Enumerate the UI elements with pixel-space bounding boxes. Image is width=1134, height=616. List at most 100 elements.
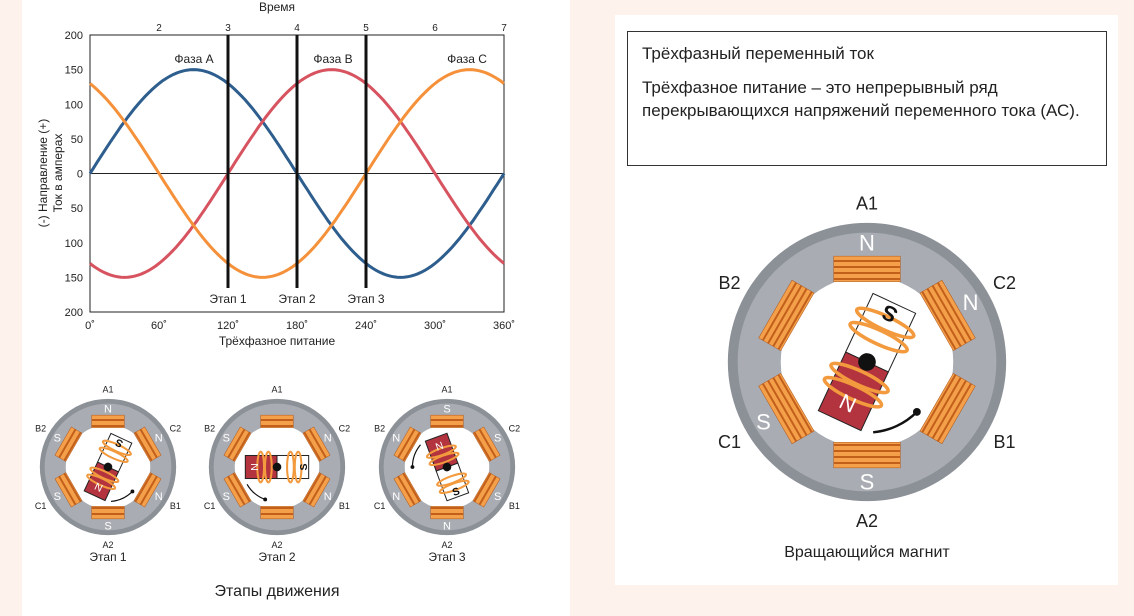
pole-label-c1: C1	[204, 501, 216, 511]
pole-letter: S	[104, 521, 111, 533]
rotor-winding	[425, 444, 457, 459]
pole-coil	[260, 506, 294, 520]
pole-label-c2: C2	[339, 423, 351, 433]
pole-letter: S	[223, 491, 230, 503]
pole-coil	[430, 506, 464, 520]
pole-b1	[471, 470, 506, 512]
rotor-winding	[436, 472, 468, 487]
pole-coil	[393, 426, 422, 462]
rotation-arrow	[873, 411, 918, 434]
top-tick-label: 4	[294, 23, 300, 34]
pole-label-b2: B2	[718, 273, 740, 293]
pole-label-b2: B2	[204, 423, 215, 433]
top-tick-label: 2	[156, 23, 162, 34]
info-title: Трёхфазный переменный ток	[642, 44, 874, 63]
rotor-winding	[286, 450, 295, 484]
pole-coil	[91, 414, 125, 428]
top-tick-label: 5	[363, 23, 369, 34]
rotation-arrow-head	[130, 489, 135, 494]
pole-letter: N	[324, 491, 332, 503]
rotor-s-letter: S	[114, 436, 125, 450]
pole-label-b2: B2	[374, 423, 385, 433]
pole-label-a1: A1	[102, 384, 113, 394]
pole-c2	[917, 271, 986, 355]
pole-coil	[919, 279, 976, 352]
info-body: Трёхфазное питание – это непрерывный ряд…	[642, 78, 1080, 120]
pole-label-a2: A2	[441, 540, 452, 550]
pole-coil	[833, 255, 901, 282]
pole-letter: N	[859, 230, 875, 255]
stages-title: Этапы движения	[215, 583, 340, 600]
x-tick-label: 0˚	[85, 320, 95, 332]
pole-coil	[472, 472, 501, 508]
rotation-arrow-head	[263, 497, 268, 502]
rotor-s-letter: S	[451, 485, 462, 499]
pole-letter: S	[494, 433, 501, 445]
stage-line-label-1: Этап 1	[209, 292, 246, 306]
rotor: SN	[817, 292, 917, 432]
rotor-axle	[858, 353, 876, 371]
pole-c2	[132, 422, 167, 464]
rotor-axle	[103, 462, 113, 472]
pole-label-b1: B1	[170, 501, 181, 511]
pole-letter: S	[443, 403, 450, 415]
pole-letter: S	[223, 433, 230, 445]
pole-label-a2: A2	[856, 511, 878, 531]
pole-letter: N	[324, 433, 332, 445]
pole-label-c2: C2	[993, 273, 1016, 293]
info-box: Трёхфазный переменный ток Трёхфазное пит…	[627, 31, 1107, 166]
pole-label-c2: C2	[509, 423, 521, 433]
rotor-s-letter: S	[298, 463, 310, 470]
y-tick-label: 150	[65, 272, 83, 284]
rotor-winding	[854, 306, 916, 340]
chart-top-axis-label: Время	[259, 0, 295, 14]
rotor-n-letter: N	[434, 439, 445, 453]
rotor: SN	[244, 450, 310, 484]
pole-label-b2: B2	[35, 423, 46, 433]
pole-a1	[829, 246, 905, 282]
x-tick-label: 120˚	[217, 320, 239, 332]
pole-letter: N	[155, 433, 163, 445]
rotor-winding	[98, 446, 129, 464]
y-tick-label: 100	[65, 238, 83, 250]
stage-line-label-3: Этап 3	[347, 292, 384, 306]
x-tick-label: 240˚	[355, 320, 377, 332]
pole-label-c2: C2	[170, 423, 182, 433]
pole-a2	[428, 506, 466, 524]
y-tick-label: 0	[77, 169, 83, 181]
pole-letter: N	[104, 403, 112, 415]
stage-label-3: Этап 3	[428, 550, 465, 564]
rotor-winding	[822, 375, 884, 409]
rotor: SN	[424, 432, 470, 502]
pole-b2	[218, 422, 253, 464]
pole-b1	[301, 470, 336, 512]
pole-coil	[919, 372, 976, 445]
pole-coil	[223, 472, 252, 508]
legend-phase-c: Фаза С	[447, 52, 487, 66]
rotor-axle	[442, 462, 452, 472]
pole-letter: N	[155, 491, 163, 503]
pole-a1	[428, 410, 466, 428]
pole-label-b1: B1	[509, 501, 520, 511]
pole-label-a2: A2	[102, 540, 113, 550]
stage-label-1: Этап 1	[89, 550, 126, 564]
stage-label-2: Этап 2	[258, 550, 295, 564]
pole-coil	[833, 442, 901, 469]
rotor-winding	[86, 473, 117, 490]
rotor: SN	[83, 432, 133, 502]
rotation-arrow-head	[912, 407, 921, 416]
pole-coil	[133, 472, 162, 508]
rotor-axle	[272, 462, 282, 472]
pole-coil	[54, 472, 83, 508]
pole-b2	[748, 271, 817, 355]
big-motor-caption: Вращающийся магнит	[784, 544, 950, 561]
y-tick-label: 200	[65, 30, 83, 42]
pole-coil	[133, 426, 162, 462]
rotation-arrow-head	[410, 465, 415, 469]
rotor-n-letter: N	[248, 463, 260, 471]
x-tick-label: 300˚	[424, 320, 446, 332]
pole-coil	[260, 414, 294, 428]
pole-coil	[91, 506, 125, 520]
